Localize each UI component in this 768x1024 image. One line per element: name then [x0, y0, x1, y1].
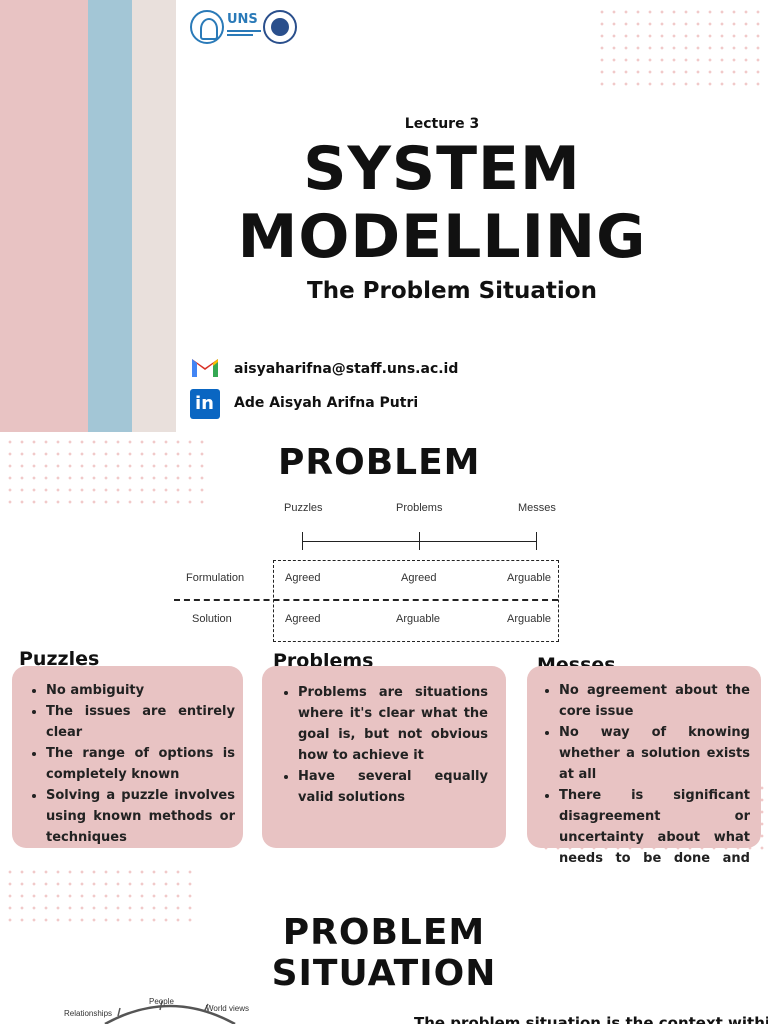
list-item: Problems are situations where it's clear…: [298, 682, 488, 766]
problem-slide: PROBLEM Puzzles Problems Messes Formulat…: [0, 432, 768, 864]
list-item: No ambiguity: [46, 680, 235, 701]
diagram-row-label: Solution: [192, 613, 232, 625]
diagram-tick: [302, 532, 303, 550]
lecture-label: Lecture 3: [404, 116, 480, 132]
list-item: No agreement about the core issue: [559, 680, 750, 722]
section-heading: PROBLEM: [278, 442, 481, 483]
decor-dots: [4, 866, 200, 922]
diagram-cell: Arguable: [507, 572, 552, 584]
linkedin-name[interactable]: Ade Aisyah Arifna Putri: [234, 395, 419, 411]
faculty-seal: [263, 10, 297, 44]
card-problems: Problems are situations where it's clear…: [262, 666, 506, 848]
title-slide: UNS Lecture 3 SYSTEM MODELLING The Probl…: [0, 0, 768, 432]
card-puzzles: No ambiguity The issues are entirely cle…: [12, 666, 243, 848]
card-messes: No agreement about the core issue No way…: [527, 666, 761, 864]
diagram-cell: Arguable: [507, 613, 552, 625]
list-item: Solving a puzzle involves using known me…: [46, 785, 235, 848]
diagram-tick: [536, 532, 537, 550]
diagram-label: World views: [206, 1004, 249, 1013]
decor-stripe-blue: [88, 0, 132, 432]
uns-wordmark-sub: [227, 28, 261, 38]
decor-stripe-pink: [0, 0, 88, 432]
diagram-label: People: [149, 997, 174, 1006]
diagram-cell: Agreed: [285, 613, 321, 625]
diagram-tick: [419, 532, 420, 550]
uns-logo: [190, 10, 224, 44]
page-title-line1: SYSTEM: [303, 134, 581, 204]
uns-wordmark: UNS: [227, 12, 258, 27]
decor-stripe-beige: [132, 0, 176, 432]
list-item: No way of knowing whether a solution exi…: [559, 722, 750, 785]
page-subtitle: The Problem Situation: [307, 278, 597, 304]
card-title-puzzles: Puzzles: [19, 648, 100, 670]
list-item: Have several equally valid solutions: [298, 766, 488, 808]
body-text: The problem situation is the context wit…: [414, 1014, 768, 1024]
list-item: There is significant disagreement or unc…: [559, 785, 750, 864]
section-heading: PROBLEM SITUATION: [271, 912, 497, 994]
email-address[interactable]: aisyaharifna@staff.uns.ac.id: [234, 361, 459, 377]
page-title-line2: MODELLING: [237, 202, 647, 272]
situation-diagram: [60, 992, 280, 1024]
linkedin-icon: in: [190, 389, 220, 419]
problem-situation-slide: PROBLEM SITUATION Relationships People W…: [0, 864, 768, 1024]
gmail-icon: [190, 355, 220, 379]
list-item: The issues are entirely clear: [46, 701, 235, 743]
list-item: The range of options is completely known: [46, 743, 235, 785]
diagram-cell: Agreed: [401, 572, 437, 584]
diagram-divider: [174, 599, 558, 601]
decor-dots: [4, 436, 212, 512]
diagram-cell: Agreed: [285, 572, 321, 584]
diagram-label: Relationships: [64, 1009, 113, 1018]
diagram-row-label: Formulation: [186, 572, 245, 584]
diagram-col-label: Messes: [518, 502, 556, 514]
diagram-cell: Arguable: [396, 613, 441, 625]
diagram-col-label: Puzzles: [284, 502, 323, 514]
diagram-col-label: Problems: [396, 502, 443, 514]
diagram-dashed-box: [273, 560, 559, 642]
decor-dots: [596, 6, 764, 90]
